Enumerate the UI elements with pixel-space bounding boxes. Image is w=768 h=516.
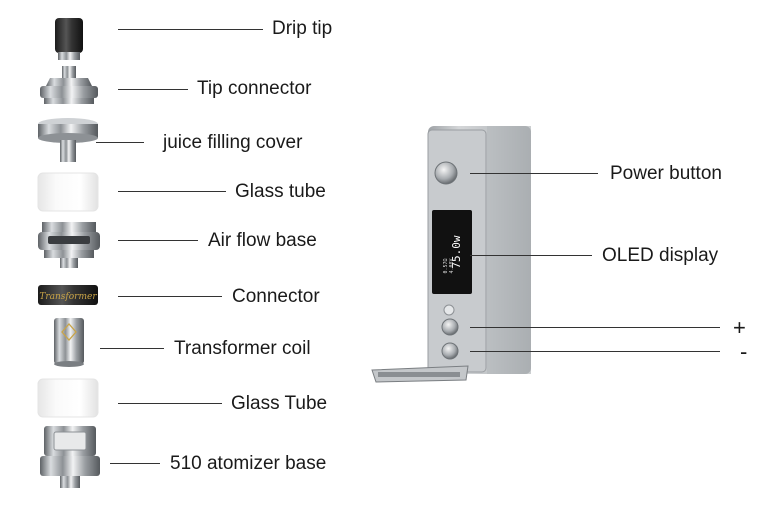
- power-button-illustration: [434, 161, 458, 185]
- glass-tube-top-illustration: [37, 172, 99, 212]
- label-connector: Connector: [232, 286, 320, 307]
- tip-connector-illustration: [40, 66, 98, 104]
- box-mod-illustration: 75.0w 0.57Ω 4.08V: [371, 126, 531, 383]
- air-flow-base-illustration: [38, 222, 100, 268]
- glass-tube-bottom-illustration: [37, 378, 99, 418]
- oled-wattage: 75.0w: [450, 235, 463, 268]
- leader-atomizer-base: [110, 463, 160, 464]
- leader-glass-tube-bottom: [118, 403, 222, 404]
- label-power-button: Power button: [610, 163, 722, 184]
- minus-button-illustration: [441, 342, 459, 360]
- leader-oled-display: [470, 255, 592, 256]
- leader-air-flow-base: [118, 240, 198, 241]
- oled-small-1: 0.57Ω: [443, 258, 449, 273]
- leader-power-button: [470, 173, 598, 174]
- leader-juice-filling-cover: [96, 142, 144, 143]
- leader-glass-tube-top: [118, 191, 226, 192]
- leader-transformer-coil: [100, 348, 164, 349]
- leader-minus: [470, 351, 720, 352]
- label-air-flow-base: Air flow base: [208, 230, 317, 251]
- label-atomizer-base: 510 atomizer base: [170, 453, 327, 474]
- leader-drip-tip: [118, 29, 263, 30]
- leader-plus: [470, 327, 720, 328]
- connector-illustration: Transformer: [38, 285, 98, 305]
- connector-engraving: Transformer: [39, 292, 97, 302]
- label-oled-display: OLED display: [602, 245, 719, 266]
- plus-button-illustration: [441, 318, 459, 336]
- leader-connector: [118, 296, 222, 297]
- transformer-coil-illustration: [54, 318, 84, 367]
- juice-filling-cover-illustration: [38, 118, 98, 162]
- drip-tip-illustration: [55, 18, 83, 60]
- label-transformer-coil: Transformer coil: [174, 338, 311, 359]
- label-glass-tube-top: Glass tube: [235, 181, 326, 202]
- label-minus-button: -: [740, 339, 748, 364]
- oled-screen: [432, 210, 472, 294]
- atomizer-base-illustration: [40, 426, 100, 488]
- label-glass-tube-bottom: Glass Tube: [231, 393, 328, 414]
- label-drip-tip: Drip tip: [272, 18, 333, 39]
- label-plus-button: +: [733, 315, 746, 340]
- oled-small-2: 4.08V: [449, 258, 455, 273]
- label-tip-connector: Tip connector: [197, 78, 312, 99]
- leader-tip-connector: [118, 89, 188, 90]
- label-juice-filling-cover: juice filling cover: [163, 132, 303, 153]
